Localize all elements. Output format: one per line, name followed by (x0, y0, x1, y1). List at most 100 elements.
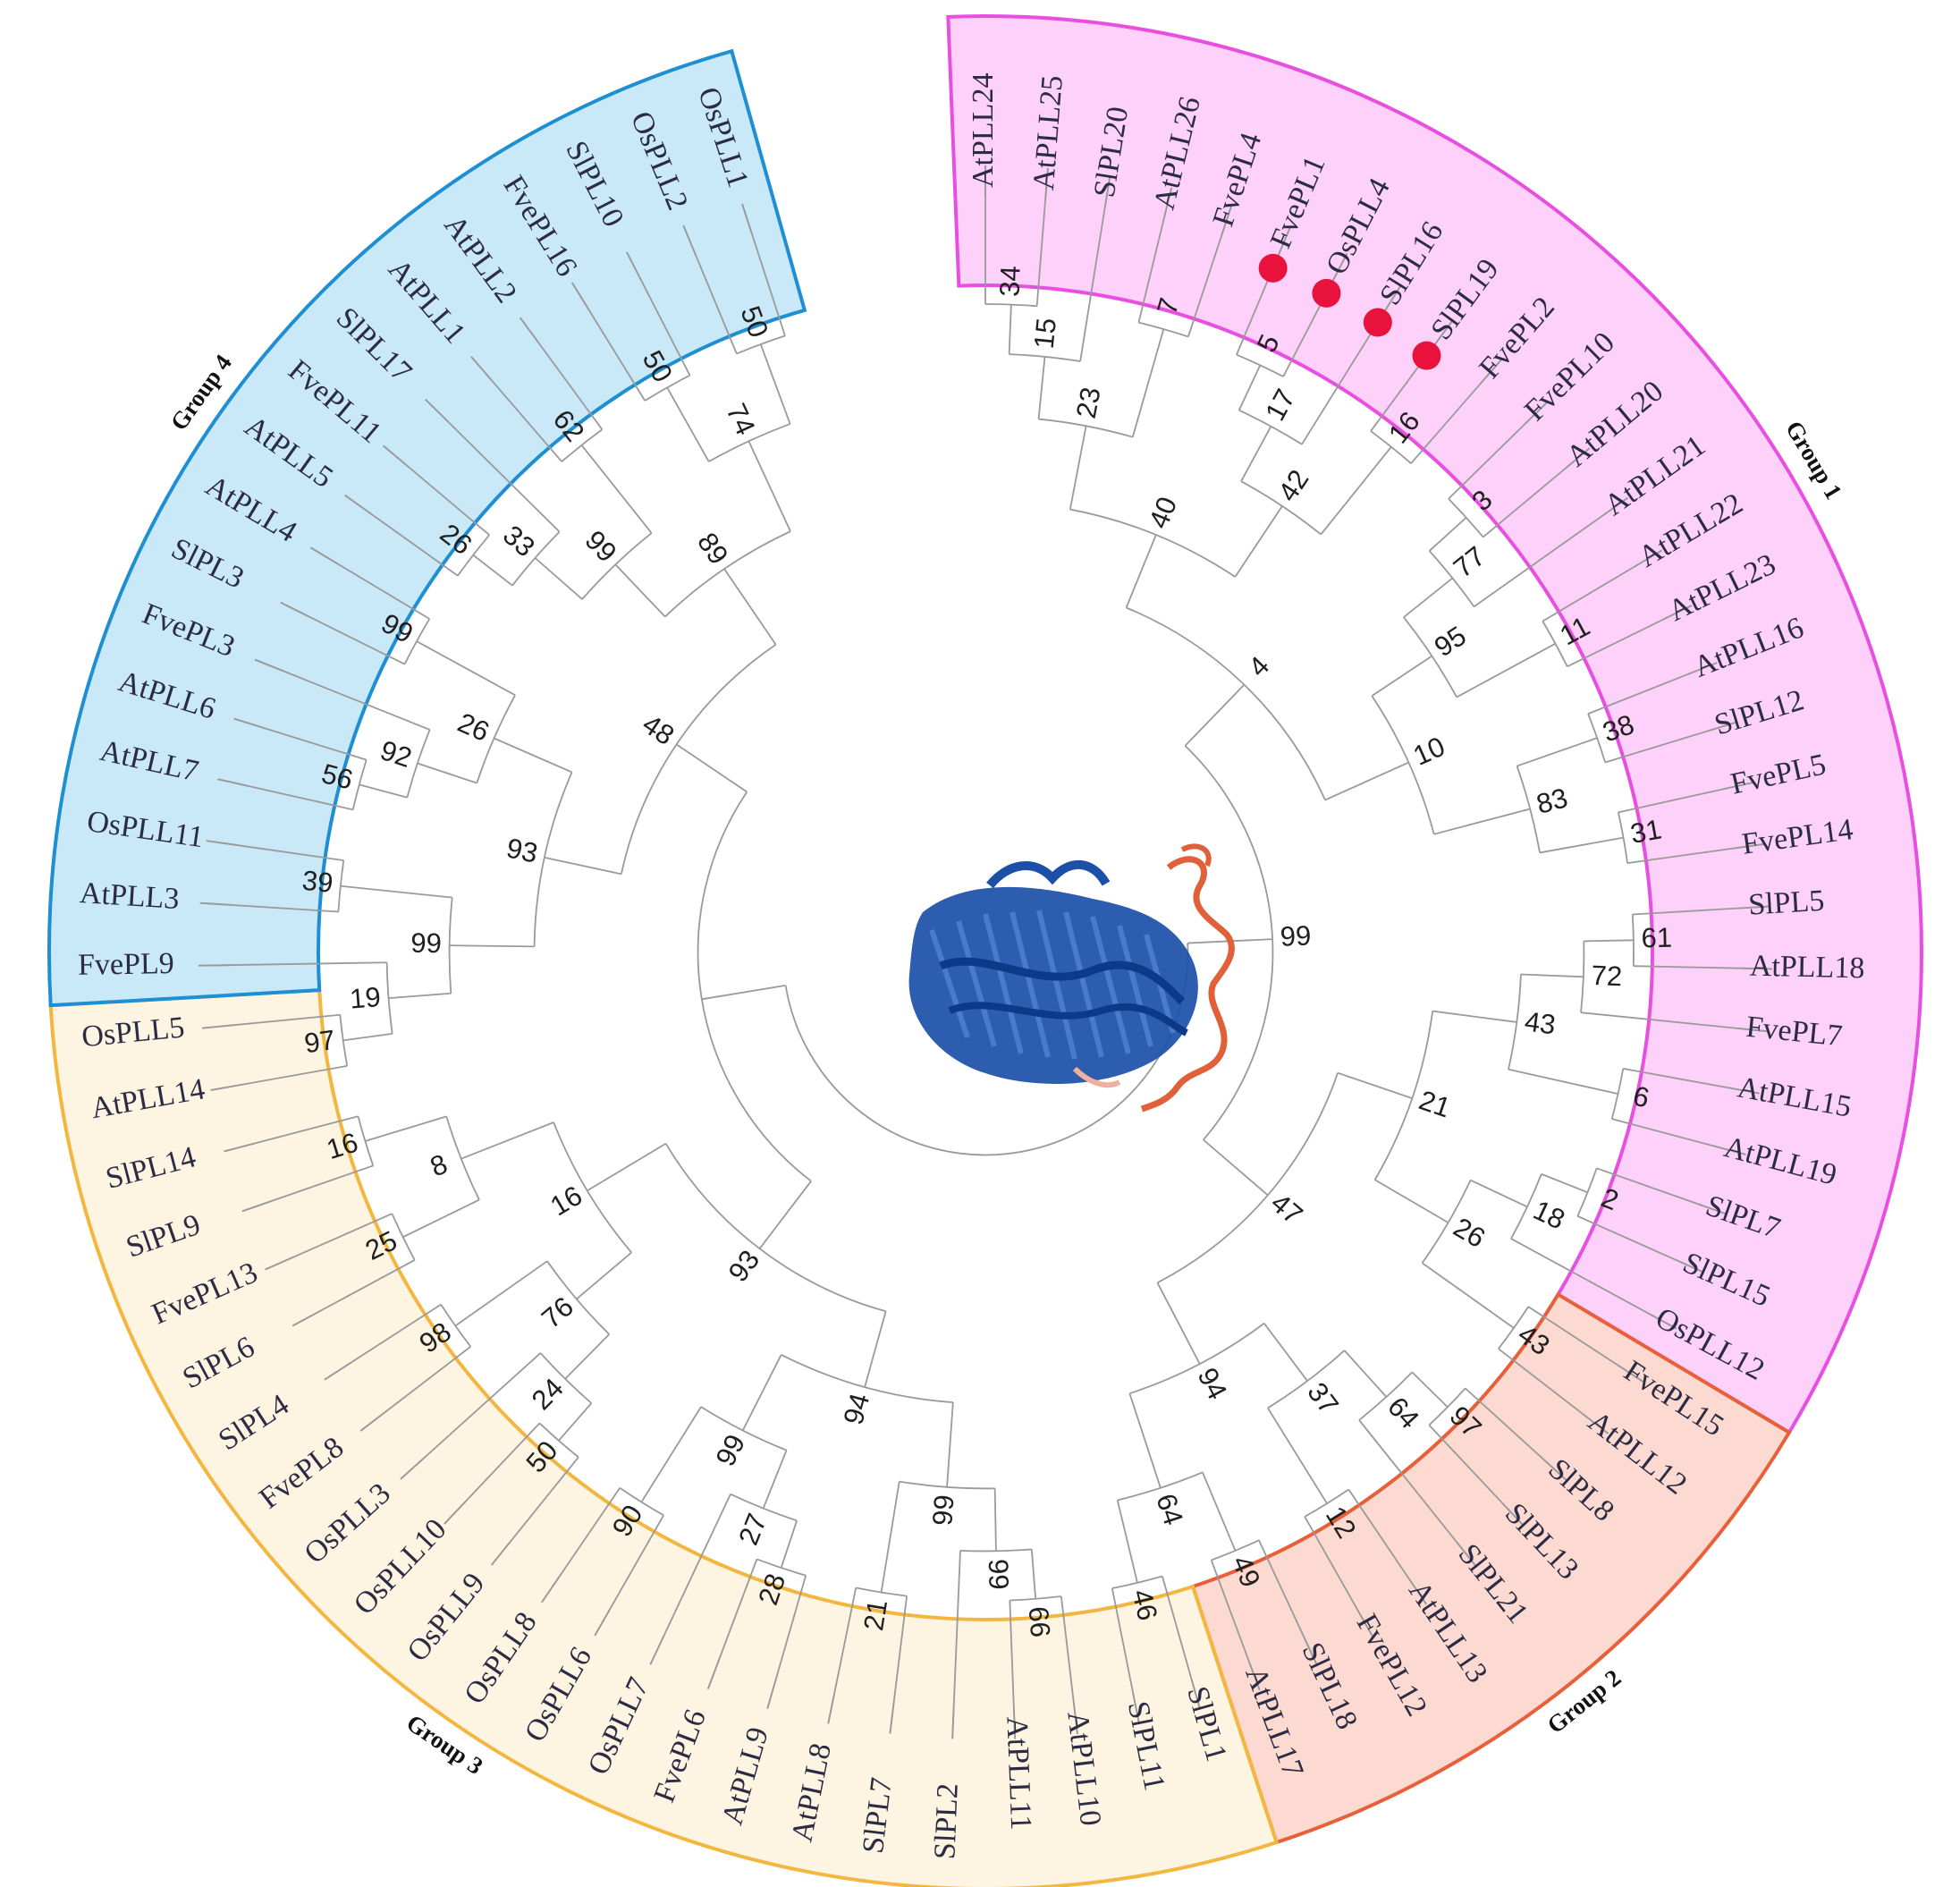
tree-branch (780, 1520, 798, 1569)
tree-branch-arc (385, 962, 393, 1034)
tree-branch-arc (448, 897, 453, 994)
leaf-connector (827, 1692, 836, 1724)
group-sector-3 (48, 988, 1280, 1887)
tree-branch-arc (697, 791, 812, 1182)
leaf-connector (1277, 226, 1291, 257)
tree-branch (388, 992, 452, 1000)
tree-branch-arc (1498, 1306, 1529, 1350)
tree-branch (494, 737, 572, 774)
tree-branch-arc (1370, 430, 1412, 464)
tree-branch-arc (756, 1558, 807, 1577)
leaf-connector (217, 778, 249, 787)
bootstrap-label: 95 (1429, 620, 1472, 663)
bootstrap-label: 46 (1126, 1587, 1163, 1624)
leaf-connector (1104, 174, 1111, 207)
leaf-connector (1583, 1413, 1609, 1434)
tree-branch (951, 1550, 961, 1739)
bootstrap-label: 4 (1242, 650, 1275, 683)
tree-branch-arc (664, 530, 791, 618)
tree-branch (758, 1180, 812, 1249)
tree-branch-arc (856, 1587, 908, 1597)
bootstrap-label: 99 (579, 524, 622, 568)
tree-branch-arc (357, 1116, 375, 1166)
tree-branch (1128, 1392, 1162, 1489)
leaf-connector (254, 658, 284, 673)
leaf-connector (889, 1702, 895, 1734)
tree-branch-arc (1126, 606, 1326, 800)
leaf-label: AtPLL24 (967, 73, 1000, 188)
tree-branch-arc (1428, 550, 1475, 607)
leaf-connector (400, 1457, 425, 1480)
tree-branch (544, 856, 622, 876)
marker-dot (1412, 341, 1441, 370)
leaf-connector (1247, 1660, 1261, 1691)
tree-branch (576, 1251, 632, 1300)
bootstrap-label: 21 (1415, 1084, 1455, 1123)
tree-branch-arc (899, 1480, 995, 1490)
bootstrap-label: 99 (926, 1494, 959, 1527)
tree-branch (1510, 1238, 1677, 1330)
tree-branch (1238, 364, 1262, 411)
leaf-connector (1221, 204, 1233, 235)
bootstrap-label: 64 (1381, 1391, 1425, 1434)
leaf-connector (344, 494, 371, 514)
leaf-connector (444, 1500, 467, 1525)
leaf-connector (541, 1576, 561, 1604)
bootstrap-label: 17 (1259, 384, 1301, 426)
tree-branch-arc (553, 1121, 632, 1254)
tree-branch (759, 343, 791, 425)
leaf-connector (1481, 358, 1503, 384)
leaf-connector (1303, 1637, 1319, 1667)
tree-branch (1263, 1323, 1308, 1382)
tree-branch-arc (581, 532, 653, 600)
tree-branch (1037, 356, 1046, 419)
leaf-connector (490, 1540, 512, 1566)
tree-branch (580, 444, 653, 534)
tree-branch-arc (337, 859, 345, 912)
tree-branch (649, 1494, 731, 1665)
leaf-connector (199, 964, 231, 967)
tree-branch-arc (644, 374, 690, 402)
tree-branch (558, 1402, 593, 1442)
tree-branch (748, 440, 791, 532)
tree-branch-arc (1010, 1595, 1061, 1602)
tree-branch-arc (959, 1548, 1032, 1553)
tree-branch-arc (1373, 1011, 1434, 1180)
leaf-connector (1012, 1707, 1017, 1739)
bootstrap-label: 92 (376, 734, 416, 774)
tree-branch (614, 563, 666, 618)
tree-branch (880, 1481, 900, 1593)
leaf-connector (594, 1608, 612, 1637)
leaf-connector (1132, 1693, 1141, 1725)
tree-branch (1202, 1471, 1237, 1552)
bootstrap-label: 27 (732, 1509, 773, 1549)
tree-branch (1358, 1419, 1478, 1568)
tree-branch (460, 1121, 554, 1160)
bootstrap-label: 89 (691, 527, 734, 570)
tree-branch-arc (1184, 745, 1274, 1141)
bootstrap-label: 76 (536, 1290, 579, 1334)
bootstrap-label: 93 (722, 1244, 766, 1288)
marker-dot (1363, 308, 1392, 337)
leaf-label: SlPL2 (928, 1782, 965, 1860)
leaf-connector (201, 1024, 234, 1029)
tree-branch-arc (406, 729, 431, 798)
tree-branch (1320, 446, 1392, 536)
tree-branch-arc (539, 1352, 592, 1404)
bootstrap-label: 61 (1641, 922, 1672, 954)
tree-branch (1125, 534, 1157, 608)
leaf-connector (520, 317, 540, 343)
tree-branch-arc (1211, 1539, 1260, 1561)
protein-structure-icon (908, 843, 1235, 1113)
tree-branches (199, 165, 1772, 1739)
leaf-connector (1715, 1146, 1746, 1155)
bootstrap-label: 97 (302, 1024, 337, 1059)
bootstrap-label: 15 (1028, 317, 1062, 351)
tree-branch (741, 1354, 782, 1431)
bootstrap-label: 43 (1523, 1005, 1558, 1040)
tree-branch (1371, 655, 1432, 697)
leaf-label: AtPLL18 (1749, 950, 1864, 986)
leaf-connector (1565, 447, 1591, 470)
tree-branch-arc (1117, 1471, 1204, 1502)
marker-dot (1258, 253, 1288, 283)
